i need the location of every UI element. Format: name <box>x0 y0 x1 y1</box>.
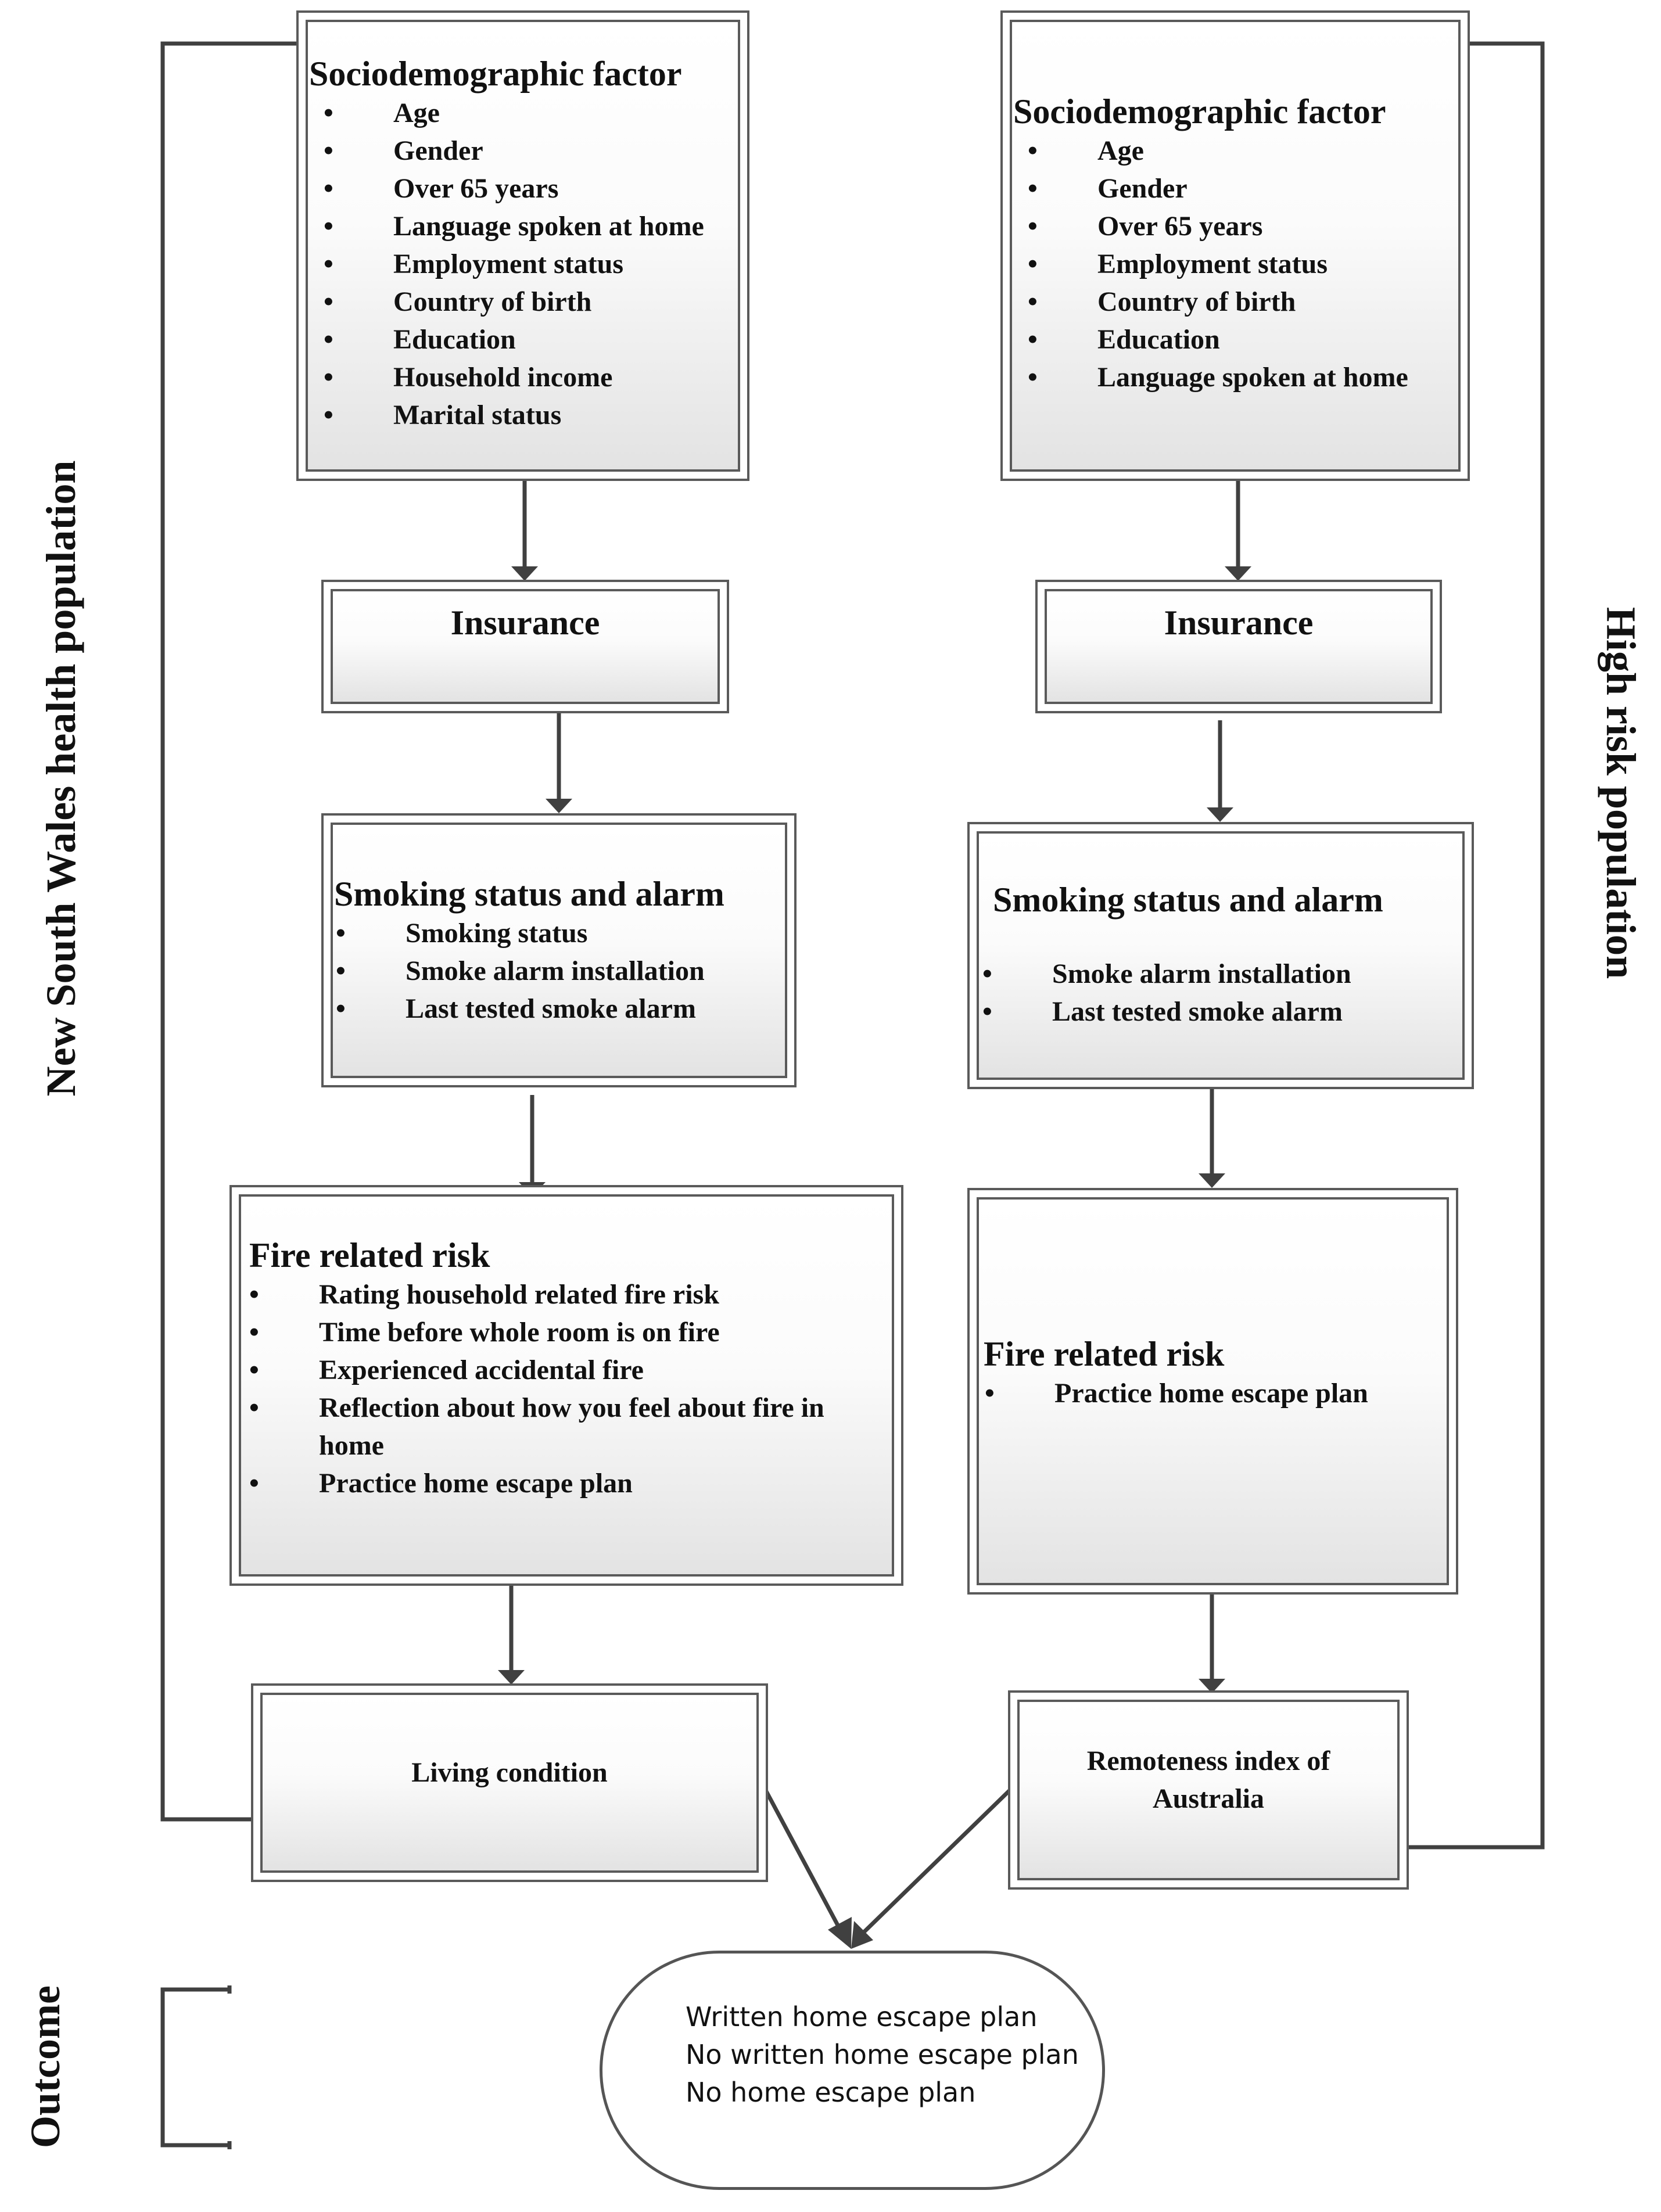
left-sociodemographic-title: Sociodemographic factor <box>309 55 682 93</box>
right-sociodemographic-box: Sociodemographic factor AgeGenderOver 65… <box>1000 10 1470 481</box>
right-smoking-list: Smoke alarm installationLast tested smok… <box>982 955 1472 1030</box>
sociodemographic-item: Education <box>1028 321 1468 358</box>
right-insurance-box: Insurance <box>1035 580 1442 713</box>
right-fire-risk-box: Fire related risk Practice home escape p… <box>967 1188 1458 1595</box>
right-smoking-box: Smoking status and alarm Smoke alarm ins… <box>967 822 1474 1089</box>
left-smoking-title: Smoking status and alarm <box>334 875 724 913</box>
sociodemographic-item: Education <box>324 321 747 358</box>
fire-risk-item: Experienced accidental fire <box>249 1351 859 1389</box>
living-condition-box: Living condition <box>251 1683 768 1882</box>
smoking-item: Last tested smoke alarm <box>982 993 1472 1030</box>
outcome-line-not-written: No written home escape plan <box>686 2039 1079 2070</box>
smoking-item: Smoking status <box>336 914 794 952</box>
right-fire-risk-list: Practice home escape plan <box>985 1374 1456 1412</box>
remoteness-index-box: Remoteness index of Australia <box>1008 1690 1409 1890</box>
left-sociodemographic-box: Sociodemographic factor AgeGenderOver 65… <box>296 10 749 481</box>
sociodemographic-item: Gender <box>1028 170 1468 207</box>
left-fire-risk-list: Rating household related fire riskTime b… <box>249 1276 859 1502</box>
right-population-label: High risk population <box>1598 606 1644 979</box>
sociodemographic-item: Gender <box>324 132 747 170</box>
arrow-living-to-outcome <box>763 1789 846 1937</box>
outcome-lines: Written home escape plan No written home… <box>686 1998 1079 2112</box>
sociodemographic-item: Employment status <box>1028 245 1468 283</box>
smoking-item: Smoke alarm installation <box>982 955 1472 993</box>
sociodemographic-item: Marital status <box>324 396 747 434</box>
left-smoking-list: Smoking statusSmoke alarm installationLa… <box>336 914 794 1028</box>
sociodemographic-item: Language spoken at home <box>324 207 747 245</box>
sociodemographic-item: Employment status <box>324 245 747 283</box>
left-smoking-box: Smoking status and alarm Smoking statusS… <box>321 813 797 1087</box>
left-insurance-box: Insurance <box>321 580 729 713</box>
fire-risk-item: Reflection about how you feel about fire… <box>249 1389 859 1464</box>
fire-risk-item: Practice home escape plan <box>249 1464 859 1502</box>
left-population-label: New South Wales health population <box>38 460 84 1097</box>
right-population-bracket <box>1406 41 1545 1850</box>
sociodemographic-item: Over 65 years <box>1028 207 1468 245</box>
right-sociodemographic-list: AgeGenderOver 65 yearsEmployment statusC… <box>1028 132 1468 396</box>
smoking-item: Smoke alarm installation <box>336 952 794 990</box>
left-fire-risk-box: Fire related risk Rating household relat… <box>229 1185 903 1586</box>
arrow-remoteness-to-outcome <box>860 1789 1011 1936</box>
sociodemographic-item: Language spoken at home <box>1028 358 1468 396</box>
outcome-label: Outcome <box>22 1985 69 2148</box>
sociodemographic-item: Household income <box>324 358 747 396</box>
right-fire-risk-title: Fire related risk <box>984 1335 1225 1373</box>
left-insurance-title: Insurance <box>450 604 600 642</box>
left-fire-risk-title: Fire related risk <box>249 1236 490 1274</box>
sociodemographic-item: Over 65 years <box>324 170 747 207</box>
outcome-terminal <box>600 1951 1105 2190</box>
fire-risk-item: Rating household related fire risk <box>249 1276 859 1313</box>
fire-risk-item: Time before whole room is on fire <box>249 1313 859 1351</box>
sociodemographic-item: Age <box>1028 132 1468 170</box>
left-sociodemographic-list: AgeGenderOver 65 yearsLanguage spoken at… <box>324 94 747 434</box>
sociodemographic-item: Country of birth <box>1028 283 1468 321</box>
right-insurance-title: Insurance <box>1164 604 1314 642</box>
remoteness-index-title: Remoteness index of Australia <box>1086 1746 1330 1814</box>
sociodemographic-item: Country of birth <box>324 283 747 321</box>
right-smoking-title: Smoking status and alarm <box>993 881 1383 919</box>
sociodemographic-item: Age <box>324 94 747 132</box>
living-condition-title: Living condition <box>411 1757 608 1788</box>
right-sociodemographic-title: Sociodemographic factor <box>1013 92 1386 131</box>
outcome-line-written: Written home escape plan <box>686 2001 1038 2033</box>
outcome-bracket <box>160 1987 229 2148</box>
outcome-line-none: No home escape plan <box>686 2077 976 2108</box>
fire-risk-item: Practice home escape plan <box>985 1374 1456 1412</box>
smoking-item: Last tested smoke alarm <box>336 990 794 1028</box>
